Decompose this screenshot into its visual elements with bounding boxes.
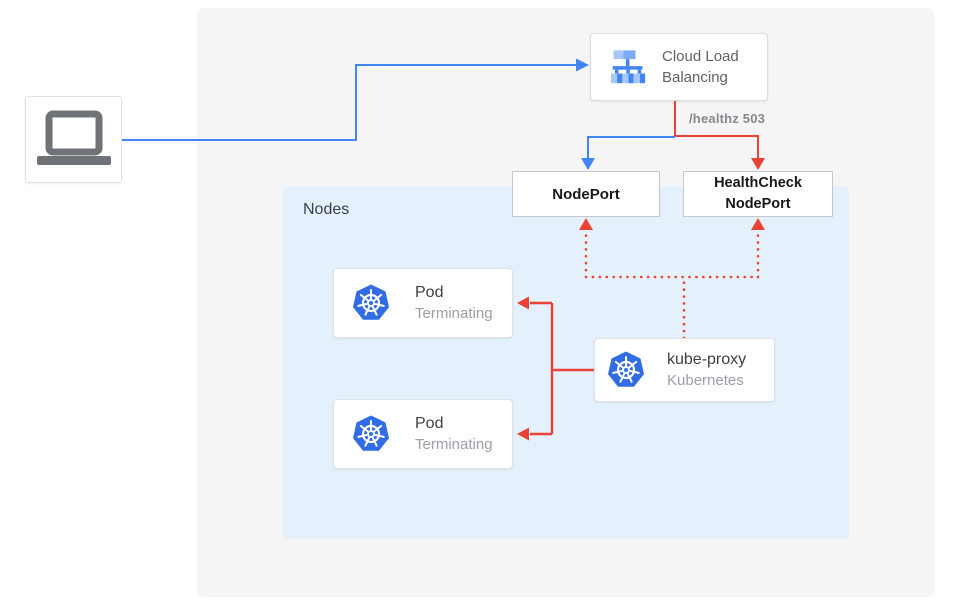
client-box bbox=[25, 96, 122, 183]
laptop-icon bbox=[36, 110, 111, 165]
pod-text: Pod Terminating bbox=[415, 282, 493, 324]
pod-status: Terminating bbox=[415, 435, 493, 453]
cloud-load-balancing-icon bbox=[611, 50, 646, 84]
nodeport-box: NodePort bbox=[512, 171, 660, 217]
kubernetes-icon bbox=[352, 284, 390, 322]
nodes-label: Nodes bbox=[303, 201, 350, 218]
healthz-annotation: /healthz 503 bbox=[689, 111, 766, 126]
pod-box-1: Pod Terminating bbox=[333, 268, 513, 338]
kube-proxy-title: kube-proxy bbox=[667, 351, 747, 369]
nodeport-label: NodePort bbox=[552, 185, 620, 203]
kube-proxy-text: kube-proxy Kubernetes bbox=[667, 349, 746, 391]
healthcheck-nodeport-box: HealthCheck NodePort bbox=[683, 171, 833, 217]
kubernetes-icon bbox=[352, 415, 390, 453]
load-balancer-box: Cloud Load Balancing bbox=[590, 33, 768, 101]
load-balancer-label: Cloud Load Balancing bbox=[662, 48, 739, 86]
pod-box-2: Pod Terminating bbox=[333, 399, 513, 469]
pod-text: Pod Terminating bbox=[415, 413, 493, 455]
pod-status: Terminating bbox=[415, 304, 493, 322]
pod-title: Pod bbox=[415, 415, 444, 433]
healthcheck-label-line1: HealthCheck bbox=[714, 174, 802, 191]
pod-title: Pod bbox=[415, 284, 444, 302]
healthcheck-label-line2: NodePort bbox=[725, 196, 791, 212]
kube-proxy-box: kube-proxy Kubernetes bbox=[594, 338, 775, 402]
kubernetes-icon bbox=[607, 351, 645, 389]
kube-proxy-subtitle: Kubernetes bbox=[667, 371, 744, 389]
